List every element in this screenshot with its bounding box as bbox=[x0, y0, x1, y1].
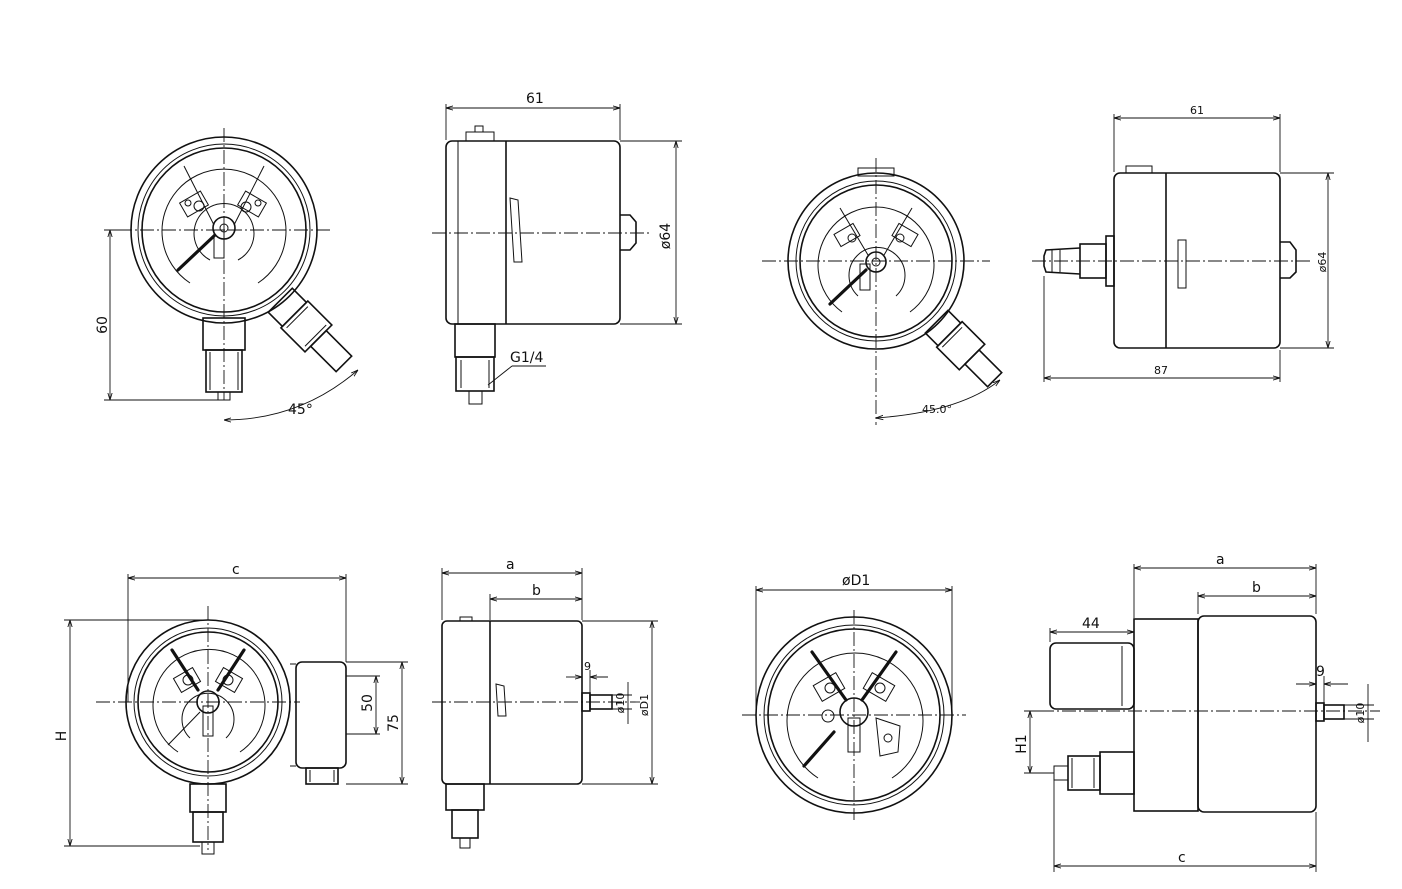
gauge-front-view-2: 45.0° bbox=[762, 158, 1003, 425]
dim-v3-width: c bbox=[232, 562, 240, 578]
dim-v2-diameter: ø64 bbox=[1316, 252, 1329, 273]
gauge-side-view-3: a b 9 ø10 øD1 bbox=[432, 557, 658, 849]
gauge-front-view-3: c H 50 75 bbox=[54, 562, 408, 855]
gauge-front-view-1: 60 45° bbox=[95, 128, 358, 420]
dim-v2-length: 61 bbox=[1190, 104, 1204, 117]
dim-v4-b: b bbox=[1252, 580, 1261, 596]
gauge-side-view-4: a b 44 9 ø10 H1 c bbox=[1014, 552, 1380, 872]
dim-v1-height: 60 bbox=[95, 316, 111, 334]
dim-v1-diameter: ø64 bbox=[658, 223, 674, 249]
dim-v3-diameter: øD1 bbox=[638, 694, 651, 716]
dim-v4-box: 44 bbox=[1082, 616, 1100, 632]
dim-v1-length: 61 bbox=[526, 91, 544, 107]
gauge-side-view-1: 61 ø64 G1/4 bbox=[432, 91, 682, 405]
gauge-side-view-2: 61 ø64 87 bbox=[1032, 104, 1334, 382]
dim-v2-angle: 45.0° bbox=[922, 403, 952, 416]
dim-v4-width: c bbox=[1178, 850, 1186, 866]
dim-v4-gap: 9 bbox=[1316, 664, 1325, 680]
dim-v4-stem: ø10 bbox=[1354, 703, 1367, 724]
gauge-front-view-4: øD1 bbox=[742, 573, 966, 820]
dim-v4-a: a bbox=[1216, 552, 1225, 568]
dim-v3-height: H bbox=[54, 731, 70, 742]
dim-v3-a: a bbox=[506, 557, 515, 573]
dim-v3-inner: 50 bbox=[360, 694, 376, 712]
dim-v4-diameter: øD1 bbox=[842, 573, 870, 589]
dim-v4-height: H1 bbox=[1014, 734, 1030, 753]
dim-v1-thread: G1/4 bbox=[510, 350, 543, 366]
dim-v3-outer: 75 bbox=[386, 714, 402, 732]
dim-v3-gap: 9 bbox=[584, 660, 591, 673]
dim-v3-stem: ø10 bbox=[614, 693, 627, 714]
dim-v2-overall: 87 bbox=[1154, 364, 1168, 377]
dim-v3-b: b bbox=[532, 583, 541, 599]
dim-v1-angle: 45° bbox=[288, 402, 313, 418]
